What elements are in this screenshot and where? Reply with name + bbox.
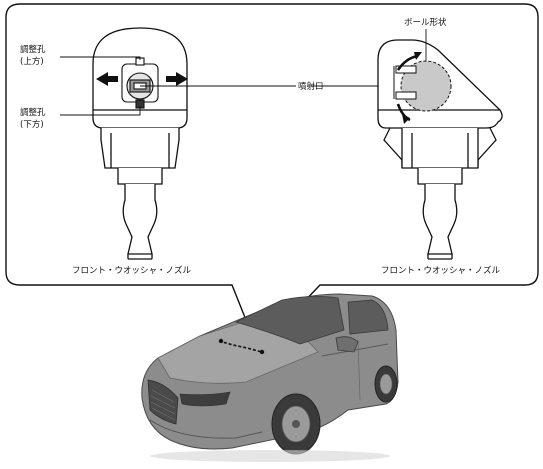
adjust-hole-lower-label-2: (下方) [20, 119, 44, 130]
nozzle-front-view [92, 27, 188, 260]
ball-joint [393, 60, 452, 112]
double-arrow-icon [96, 72, 188, 86]
ball-shape-label: ボール形状 [404, 17, 447, 28]
suv-car-illustration [141, 293, 399, 462]
adjust-hole-upper-label-1: 調整孔 [20, 44, 46, 55]
nozzle-label-right: フロント・ウオッシャ・ノズル [381, 265, 501, 276]
adjust-hole-leaders [60, 56, 141, 116]
spray-port-detail [121, 57, 159, 109]
nozzle-location-marker [218, 340, 263, 353]
nozzle-label-left: フロント・ウオッシャ・ノズル [72, 265, 192, 276]
adjust-hole-lower-label-1: 調整孔 [20, 107, 46, 118]
spray-port-label: 噴射口 [298, 81, 324, 92]
adjust-hole-upper-label-2: (上方) [20, 56, 44, 67]
